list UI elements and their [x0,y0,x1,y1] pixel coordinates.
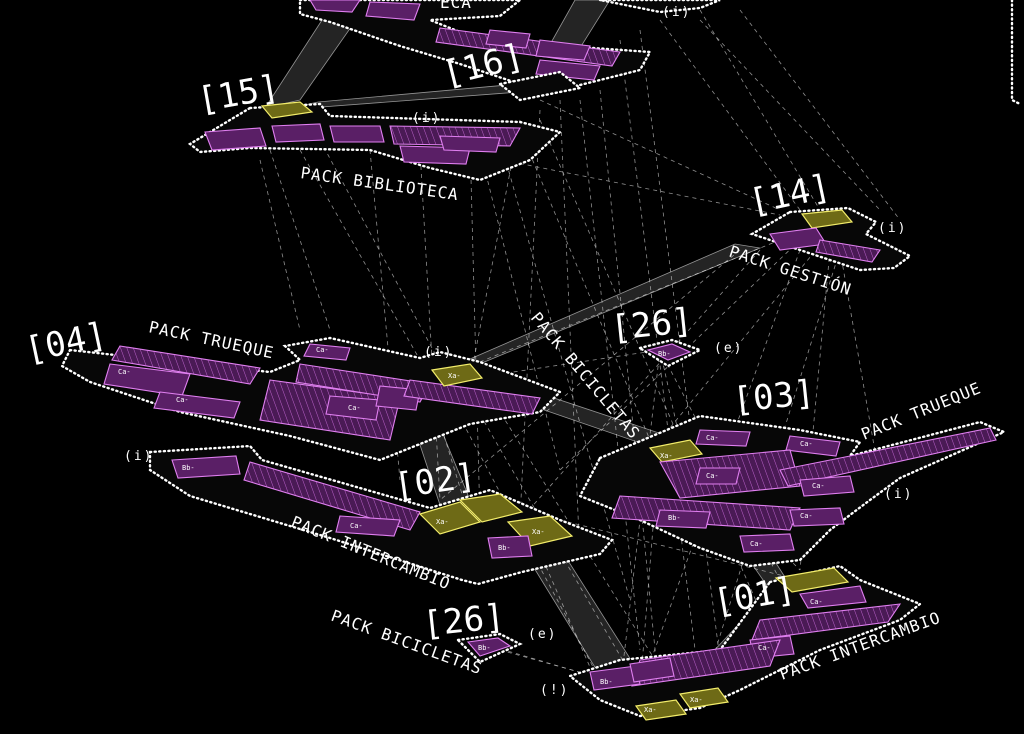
lot-label: Ca- [800,512,813,520]
exclaim-marker: (!) [540,683,569,698]
lot-label: Bb- [478,644,491,652]
info-marker: (i) [124,449,153,464]
info-marker: (i) [412,111,441,126]
e-marker: (e) [714,341,743,356]
platform-26-lower-tag: [26] [421,597,507,645]
right-edge-bracket [1010,0,1022,106]
lot-label: Xa- [436,518,449,526]
info-marker: (i) [424,345,453,360]
e-marker: (e) [528,627,557,642]
lot-label: Ca- [800,440,813,448]
lot-label: Ca- [810,598,823,606]
platform-15-biblioteca: [15] PACK BIBLIOTECA (i) [187,67,563,204]
lot-label: Bb- [498,544,511,552]
lot-label: Bb- [668,514,681,522]
platform-26-lower: Bb- [26] PACK BICICLETAS (e) [329,597,557,679]
platform-26-upper-tag: [26] [609,301,695,349]
lot-label: Xa- [660,452,673,460]
platform-03-trueque: Xa- Ca- Ca- Ca- Bb- Ca- Ca- Ca- [03] PAC… [578,373,1008,568]
lot-label: Ca- [350,522,363,530]
lot-label: Xa- [644,706,657,714]
platform-04-trueque: Ca- Ca- Ca- Ca- Xa- [04] PACK TRUEQUE (i… [22,315,563,462]
lot-label: Ca- [750,540,763,548]
lot-label: Ca- [758,644,771,652]
lot-label: Bb- [600,678,613,686]
info-marker: (i) [662,5,691,20]
lot-label: Bb- [658,350,671,358]
lot-label: Ca- [706,434,719,442]
platform-03-tag: [03] [731,373,817,421]
lot-label: Ca- [176,396,189,404]
lot-label: Ca- [706,472,719,480]
lot-label: Ca- [812,482,825,490]
lot-label: Xa- [532,528,545,536]
top-fragment-label: ECA [440,0,472,12]
lot-label: Ca- [118,368,131,376]
lot-label: Xa- [690,696,703,704]
platform-14-gestion: [14] PACK GESTIÓN (i) [727,167,913,299]
lot-label: Bb- [182,464,195,472]
info-marker: (i) [878,221,907,236]
lot-label: Xa- [448,372,461,380]
lot-label: Ca- [316,346,329,354]
info-marker: (i) [884,487,913,502]
lot-label: Ca- [348,404,361,412]
platform-01-intercambio: Ca- Ca- Bb- Xa- Xa- [01] PACK INTERCAMBI… [540,564,943,721]
